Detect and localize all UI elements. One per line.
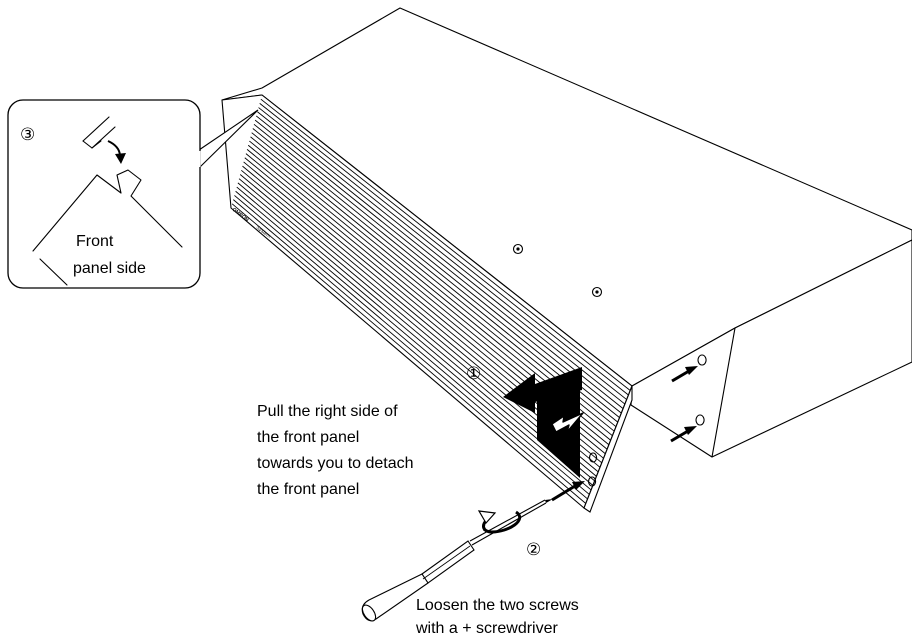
step-1-line-4: the front panel	[257, 481, 359, 498]
callout-pointer	[198, 109, 259, 169]
panel-groove	[237, 182, 595, 482]
panel-groove	[238, 178, 597, 477]
panel-groove	[257, 111, 626, 405]
panel-groove	[260, 98, 631, 391]
device-chassis	[221, 7, 912, 458]
panel-groove	[255, 115, 624, 409]
panel-groove	[252, 128, 619, 423]
callout-hook-tip	[82, 140, 102, 149]
step-3-number: ③	[20, 125, 35, 144]
panel-screw-upper	[589, 452, 598, 463]
callout-panel-outline	[32, 169, 183, 252]
step-2-line-2: with a + screwdriver	[415, 620, 558, 637]
panel-groove	[254, 119, 622, 414]
panel-hinge-arrow	[551, 412, 584, 433]
side-screw-hole-lower	[695, 414, 705, 426]
panel-groove	[236, 186, 594, 486]
side-screw-hole-upper	[697, 354, 707, 366]
panel-groove	[235, 190, 592, 491]
screw-arrow-side-upper	[671, 366, 698, 383]
panel-groove	[253, 123, 620, 418]
detail-callout: ③ Front panel side	[7, 99, 259, 289]
callout-box	[7, 99, 201, 289]
panel-groove	[233, 199, 588, 500]
callout-insert-arrow	[107, 140, 126, 164]
panel-groove	[231, 203, 587, 504]
panel-groove	[258, 107, 627, 400]
pull-direction-arrow	[503, 367, 582, 413]
step-1-line-1: Pull the right side of	[257, 403, 398, 420]
chassis-corner-edge	[711, 327, 736, 458]
callout-label-panel-side: panel side	[73, 260, 146, 277]
top-screw-2	[591, 286, 603, 298]
screw-arrow-front	[551, 481, 585, 502]
step-1-number: ①	[466, 364, 481, 383]
callout-label-front: Front	[76, 233, 114, 250]
screwdriver	[361, 499, 553, 622]
callout-panel-lower-edge	[39, 258, 68, 286]
step-1-line-3: towards you to detach	[257, 455, 414, 472]
step-2-line-1: Loosen the two screws	[416, 597, 579, 614]
rotation-arrow	[477, 510, 522, 534]
screw-arrow-side-lower	[670, 426, 697, 443]
panel-groove	[234, 195, 590, 495]
step-1-instructions: Pull the right side of the front panel t…	[257, 403, 414, 498]
step-2-number: ②	[526, 540, 541, 559]
top-screw-1	[512, 243, 524, 255]
step-2-instructions: Loosen the two screws with a + screwdriv…	[415, 597, 579, 637]
callout-hook-top-1	[82, 116, 110, 142]
panel-groove	[259, 103, 629, 396]
panel-screw-lower	[588, 476, 597, 487]
step-1-line-2: the front panel	[257, 429, 359, 446]
